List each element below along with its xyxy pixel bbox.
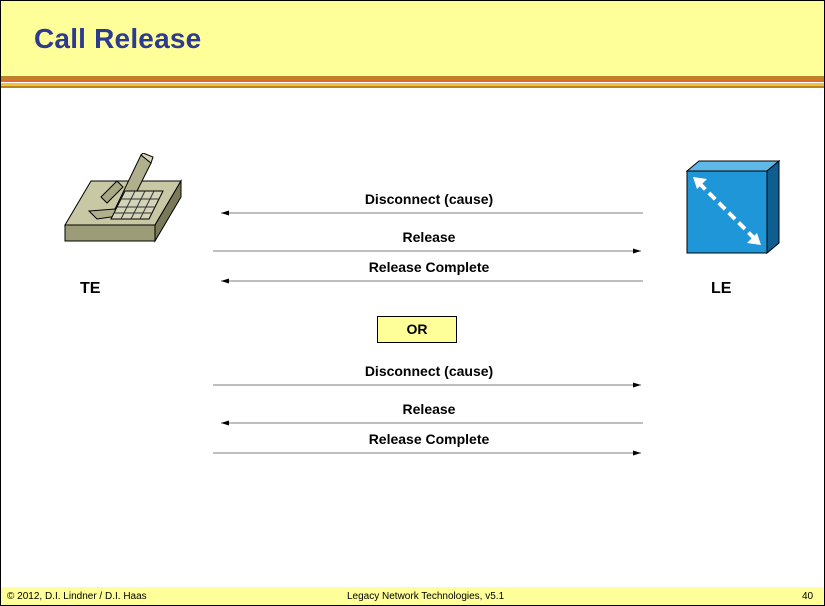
message-disconnect: Disconnect (cause)	[211, 363, 647, 393]
message-label: Release	[402, 401, 456, 417]
header-divider	[1, 80, 824, 82]
page-number: 40	[802, 591, 814, 602]
slide-title: Call Release	[34, 23, 202, 54]
arrow-left-icon	[221, 210, 643, 216]
message-release-complete: Release Complete	[211, 259, 647, 289]
arrow-right-icon	[213, 382, 641, 388]
arrow-left-icon	[221, 278, 643, 284]
le-label: LE	[711, 280, 732, 297]
footer-bar: © 2012, D.I. Lindner / D.I. Haas Legacy …	[1, 587, 824, 605]
telephone-icon	[59, 152, 185, 245]
switch-icon	[685, 159, 781, 255]
footer-copyright: © 2012, D.I. Lindner / D.I. Haas	[7, 591, 147, 602]
arrow-right-icon	[213, 248, 641, 254]
message-label: Disconnect (cause)	[364, 363, 494, 379]
message-release: Release	[211, 401, 647, 431]
message-release-complete: Release Complete	[211, 431, 647, 461]
header-divider	[1, 86, 824, 88]
header-bar: Call Release	[1, 1, 824, 75]
header-divider	[1, 83, 824, 86]
message-release: Release	[211, 229, 647, 259]
message-disconnect: Disconnect (cause)	[211, 191, 647, 221]
message-label: Release Complete	[368, 431, 490, 447]
message-label: Release Complete	[368, 259, 490, 275]
arrow-left-icon	[221, 420, 643, 426]
header-divider	[1, 76, 824, 80]
te-label: TE	[80, 280, 101, 297]
or-separator: OR	[377, 316, 457, 343]
arrow-right-icon	[213, 450, 641, 456]
message-label: Disconnect (cause)	[364, 191, 494, 207]
footer-course: Legacy Network Technologies, v5.1	[347, 591, 505, 602]
message-label: Release	[402, 229, 456, 245]
